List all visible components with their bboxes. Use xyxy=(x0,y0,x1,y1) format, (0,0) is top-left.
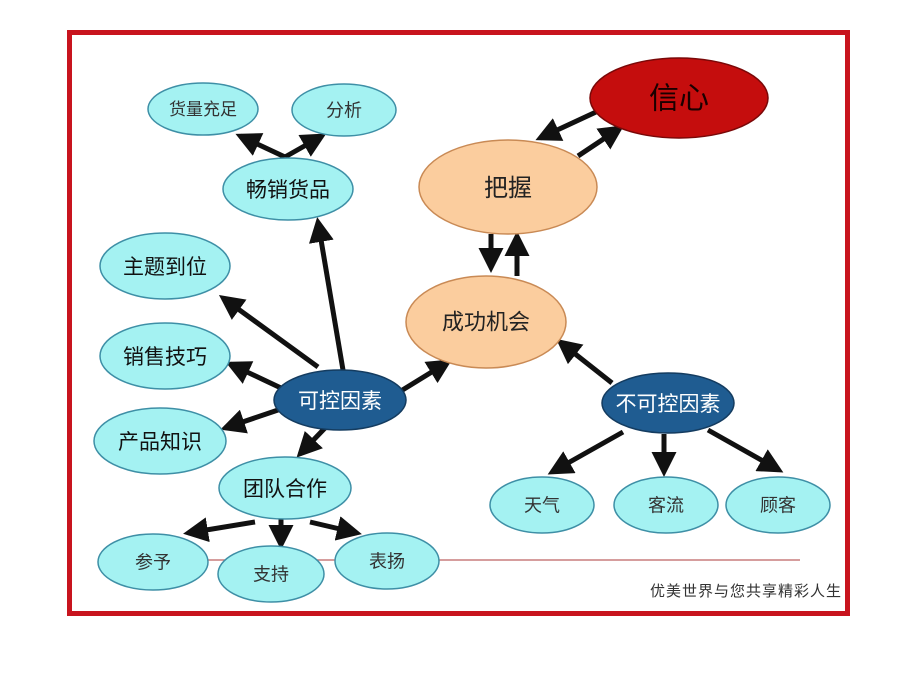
arrow-controllable-to-teamwork xyxy=(296,426,327,458)
node-weather-shape xyxy=(489,476,595,534)
arrow-confidence-to-grasp xyxy=(535,109,598,141)
node-analysis-shape xyxy=(291,83,397,137)
arrows xyxy=(183,109,784,550)
node-grasp-label: 把握 xyxy=(484,174,532,202)
node-bestseller-label: 畅销货品 xyxy=(246,178,330,202)
arrow-controllable-to-theme xyxy=(218,295,320,370)
node-controllable-label: 可控因素 xyxy=(298,389,382,413)
node-uncontrollable-label: 不可控因素 xyxy=(616,392,721,416)
node-customer: 顾客 xyxy=(725,476,831,534)
node-weather-label: 天气 xyxy=(524,496,560,517)
node-confidence-label: 信心 xyxy=(649,82,709,117)
node-knowledge-shape xyxy=(93,407,227,475)
node-traffic-shape xyxy=(613,476,719,534)
arrow-grasp-to-confidence xyxy=(576,125,625,159)
node-stock: 货量充足 xyxy=(147,82,259,136)
node-stock-label: 货量充足 xyxy=(169,100,237,120)
node-skills-label: 销售技巧 xyxy=(123,345,207,369)
arrow-controllable-to-knowledge xyxy=(220,406,282,434)
node-support-label: 支持 xyxy=(253,565,289,586)
arrow-controllable-to-skills xyxy=(225,361,283,391)
node-uncontrollable: 不可控因素 xyxy=(601,372,735,434)
node-analysis-label: 分析 xyxy=(326,101,362,122)
arrow-uncontrollable-to-customer xyxy=(706,427,784,473)
arrow-bestseller-to-stock xyxy=(235,133,287,160)
node-participate-shape xyxy=(97,533,209,591)
arrow-teamwork-to-praise xyxy=(309,516,362,541)
arrow-controllable-to-bestseller xyxy=(309,217,346,371)
arrow-uncontrollable-to-weather xyxy=(547,429,625,475)
node-skills: 销售技巧 xyxy=(99,322,231,390)
node-bestseller: 畅销货品 xyxy=(222,157,354,221)
node-praise-label: 表扬 xyxy=(369,552,405,573)
node-controllable-shape xyxy=(273,369,407,431)
node-participate: 参予 xyxy=(97,533,209,591)
arrow-teamwork-to-participate xyxy=(183,517,256,543)
node-grasp-shape xyxy=(418,139,598,235)
node-skills-shape xyxy=(99,322,231,390)
node-grasp: 把握 xyxy=(418,139,598,235)
node-praise: 表扬 xyxy=(334,532,440,590)
node-support: 支持 xyxy=(217,545,325,603)
node-support-shape xyxy=(217,545,325,603)
node-stock-shape xyxy=(147,82,259,136)
node-uncontrollable-shape xyxy=(601,372,735,434)
node-teamwork: 团队合作 xyxy=(218,456,352,520)
node-teamwork-label: 团队合作 xyxy=(243,477,327,501)
node-traffic: 客流 xyxy=(613,476,719,534)
node-customer-shape xyxy=(725,476,831,534)
node-theme: 主题到位 xyxy=(99,232,231,300)
node-confidence-shape xyxy=(589,57,769,139)
node-controllable: 可控因素 xyxy=(273,369,407,431)
node-opportunity-shape xyxy=(405,275,567,369)
node-praise-shape xyxy=(334,532,440,590)
node-opportunity: 成功机会 xyxy=(405,275,567,369)
node-bestseller-shape xyxy=(222,157,354,221)
node-confidence: 信心 xyxy=(589,57,769,139)
node-teamwork-shape xyxy=(218,456,352,520)
node-knowledge: 产品知识 xyxy=(93,407,227,475)
arrow-uncontrollable-to-opportunity xyxy=(556,338,614,385)
node-traffic-label: 客流 xyxy=(648,496,684,517)
footer-slogan: 优美世界与您共享精彩人生 xyxy=(649,582,842,600)
node-participate-label: 参予 xyxy=(135,553,171,574)
node-opportunity-label: 成功机会 xyxy=(442,311,530,336)
node-knowledge-label: 产品知识 xyxy=(118,430,202,454)
arrow-controllable-to-opportunity xyxy=(394,359,453,397)
node-theme-shape xyxy=(99,232,231,300)
node-weather: 天气 xyxy=(489,476,595,534)
arrow-bestseller-to-analysis xyxy=(283,133,327,160)
node-analysis: 分析 xyxy=(291,83,397,137)
node-customer-label: 顾客 xyxy=(760,496,796,517)
node-theme-label: 主题到位 xyxy=(123,255,207,279)
